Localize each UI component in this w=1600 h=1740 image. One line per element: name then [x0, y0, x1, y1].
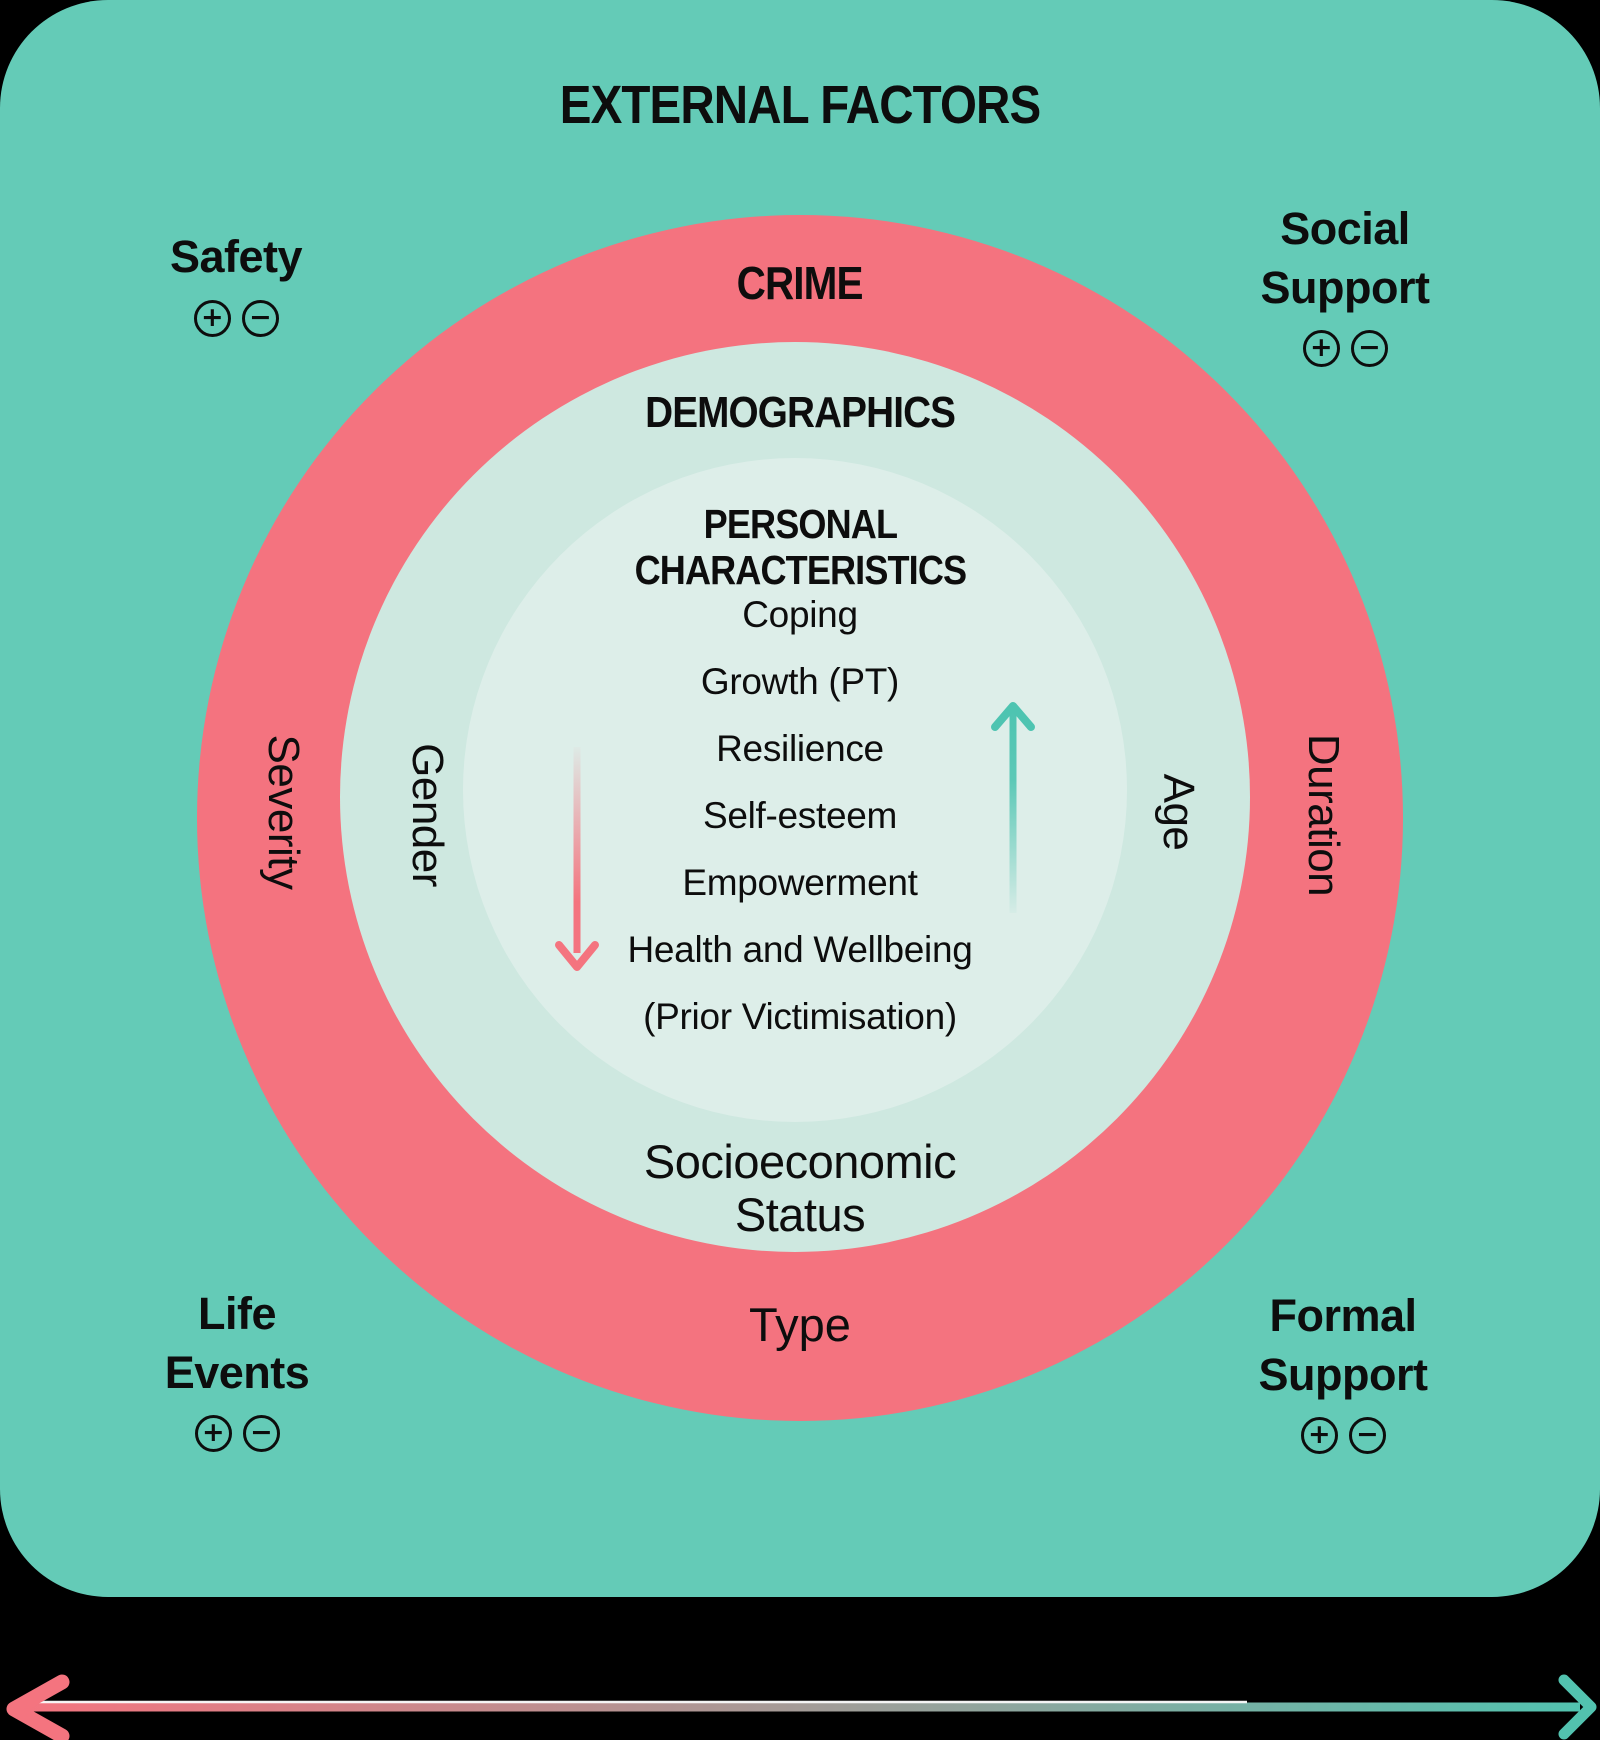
- factor-social-support: Social Support + −: [1193, 200, 1497, 367]
- minus-circle-icon: −: [242, 1415, 280, 1452]
- minus-circle-icon: −: [1350, 330, 1388, 367]
- factor-label: Support: [1260, 261, 1430, 313]
- factor-formal-support: Formal Support + −: [1191, 1287, 1495, 1454]
- list-item: Growth (PT): [700, 661, 900, 702]
- right-arrowhead: [1558, 1674, 1597, 1740]
- list-item: Resilience: [716, 728, 884, 769]
- minus-circle-icon: −: [1348, 1417, 1386, 1454]
- plus-circle-icon: +: [1300, 1417, 1338, 1454]
- factor-life-events: Life Events + −: [85, 1285, 389, 1452]
- factor-safety: Safety + −: [84, 228, 388, 337]
- plus-minus-row: + −: [84, 299, 388, 337]
- left-arrowhead: [6, 1674, 70, 1740]
- plus-minus-row: + −: [1193, 330, 1497, 367]
- factor-label: Life: [197, 1288, 277, 1339]
- demographics-left-label: Gender: [403, 743, 452, 887]
- factor-label: Support: [1258, 1348, 1428, 1400]
- demographics-ring-label: DEMOGRAPHICS: [645, 388, 956, 437]
- crime-left-label: Severity: [259, 734, 308, 890]
- factor-label: Social: [1280, 203, 1410, 254]
- list-item: Health and Wellbeing: [627, 929, 973, 970]
- list-item: Self-esteem: [702, 795, 898, 836]
- plus-circle-icon: +: [194, 1415, 232, 1452]
- minus-circle-icon: −: [241, 299, 279, 337]
- factor-label: Formal: [1269, 1290, 1417, 1341]
- factor-label: Events: [164, 1346, 310, 1398]
- factor-label: Safety: [169, 231, 303, 282]
- demographics-bottom-label: Socioeconomic Status: [643, 1135, 957, 1241]
- bottom-gradient-arrow: [6, 1674, 1597, 1740]
- plus-minus-row: + −: [85, 1415, 389, 1452]
- plus-circle-icon: +: [193, 299, 231, 337]
- list-item: Coping: [742, 594, 858, 635]
- plus-minus-row: + −: [1191, 1417, 1495, 1454]
- personal-characteristics-list: Coping Growth (PT) Resilience Self-estee…: [0, 581, 1600, 1050]
- personal-characteristics-label: PERSONAL CHARACTERISTICS: [634, 501, 966, 593]
- down-arrow-icon: [555, 747, 599, 971]
- crime-bottom-label: Type: [749, 1298, 851, 1351]
- list-item: Empowerment: [682, 862, 918, 903]
- demographics-right-label: Age: [1154, 773, 1203, 851]
- plus-circle-icon: +: [1302, 330, 1340, 367]
- up-arrow-icon: [991, 702, 1035, 913]
- crime-ring-label: CRIME: [736, 257, 864, 309]
- page-title: EXTERNAL FACTORS: [559, 75, 1041, 135]
- crime-right-label: Duration: [1299, 733, 1348, 897]
- list-item: (Prior Victimisation): [643, 996, 957, 1037]
